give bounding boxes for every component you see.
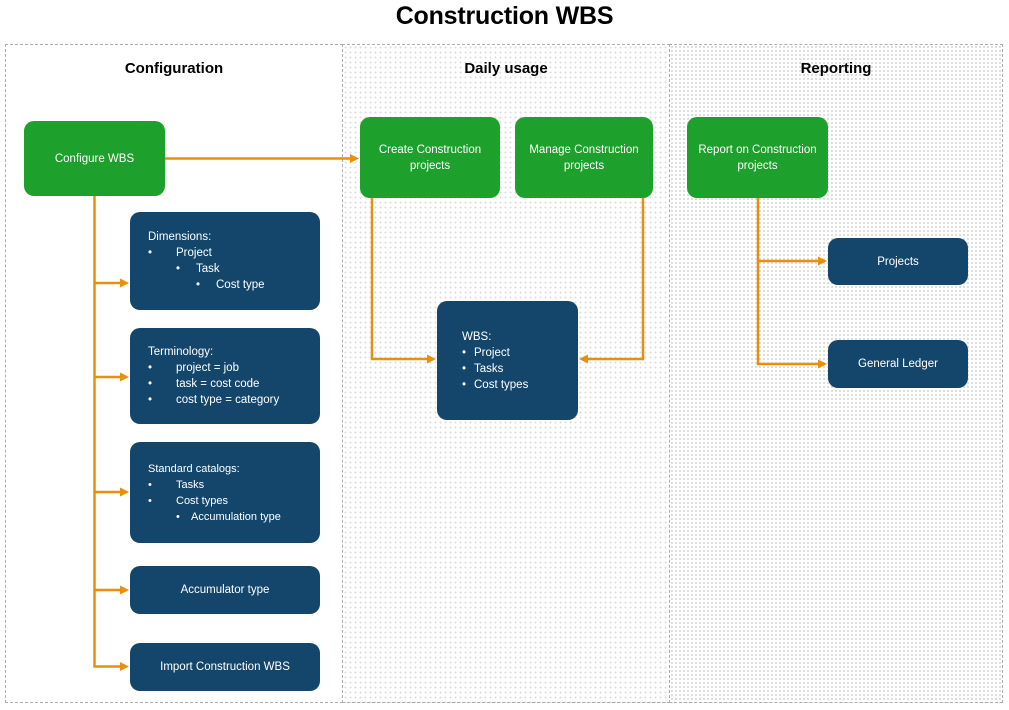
arrow-create-to-wbs [370, 198, 436, 364]
report-on-construction-projects-box: Report on Construction projects [687, 117, 828, 198]
list-item: • Tasks [148, 478, 205, 491]
column-header-daily-usage: Daily usage [464, 60, 548, 77]
bullet-icon: • [196, 279, 201, 291]
box-title: Standard catalogs: [148, 462, 240, 475]
box-title: Terminology: [148, 346, 214, 358]
list-item: • Tasks [462, 362, 504, 375]
box-label: Configure WBS [54, 152, 135, 165]
box-label: General Ledger [858, 358, 938, 370]
box-label: Report on Construction projects [698, 143, 817, 172]
bullet-icon: • [148, 247, 153, 259]
dimensions-box: Dimensions: • Project • Task • Cost type [130, 212, 320, 310]
standard-catalogs-box: Standard catalogs: • Tasks • Cost types … [130, 442, 320, 543]
bullet-icon: • [176, 510, 180, 523]
bullet-icon: • [176, 263, 181, 275]
box-title: WBS: [462, 330, 492, 343]
box-label: Manage Construction projects [529, 143, 639, 172]
bullet-icon: • [148, 362, 153, 374]
import-construction-wbs-box: Import Construction WBS [130, 643, 320, 691]
bullet-icon: • [462, 346, 467, 359]
bullet-icon: • [148, 478, 152, 491]
list-item: • Cost types [148, 494, 228, 507]
manage-construction-projects-box: Manage Construction projects [515, 117, 653, 198]
list-item: • Cost types [462, 378, 529, 391]
page-title: Construction WBS [395, 2, 614, 30]
list-item: • task = cost code [148, 378, 260, 390]
accumulator-type-box: Accumulator type [130, 566, 320, 614]
list-item: • Project [462, 346, 510, 359]
list-item: • Project [148, 247, 212, 259]
box-label: Projects [877, 255, 919, 268]
terminology-box: Terminology: • project = job • task = co… [130, 328, 320, 424]
general-ledger-box: General Ledger [828, 340, 968, 388]
arrow-manage-to-wbs [579, 198, 645, 364]
list-item: • cost type = category [148, 394, 280, 406]
configure-wbs-box: Configure WBS [24, 121, 165, 196]
column-header-reporting: Reporting [800, 60, 872, 77]
box-label: Import Construction WBS [160, 661, 290, 673]
list-item: • Task [176, 263, 220, 275]
bullet-icon: • [462, 378, 467, 391]
list-item: • Cost type [196, 279, 265, 291]
projects-box: Projects [828, 238, 968, 285]
box-label: Create Construction projects [378, 143, 482, 172]
arrow-report-to-ledger [756, 198, 827, 369]
wbs-box: WBS: • Project • Tasks • Cost types [437, 301, 578, 420]
bullet-icon: • [462, 362, 467, 375]
box-title: Dimensions: [148, 231, 212, 243]
bullet-icon: • [148, 494, 152, 507]
list-item: • project = job [148, 362, 239, 374]
box-label: Accumulator type [180, 584, 270, 596]
column-header-configuration: Configuration [124, 60, 224, 77]
list-item: • Accumulation type [176, 510, 281, 523]
arrow-configure-trunk-to-import [93, 196, 129, 671]
bullet-icon: • [148, 394, 153, 406]
create-construction-projects-box: Create Construction projects [360, 117, 500, 198]
bullet-icon: • [148, 378, 153, 390]
